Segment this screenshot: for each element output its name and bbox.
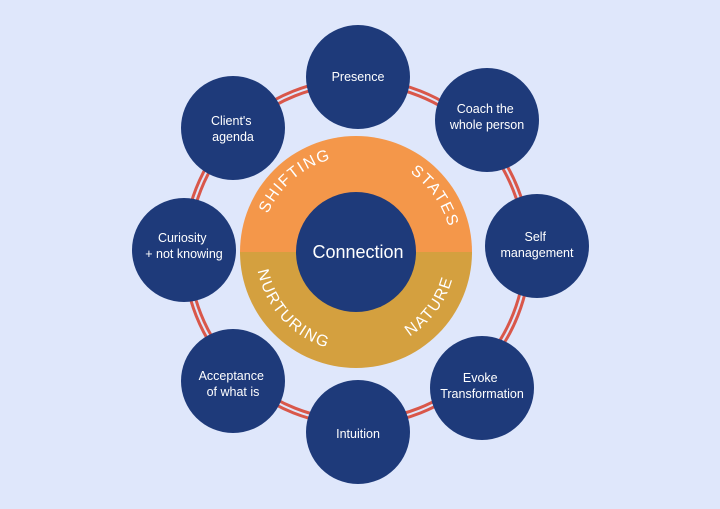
node-evoke-transformation: Evoke Transformation: [430, 336, 534, 440]
node-label-line: Acceptance: [199, 369, 264, 383]
node-label-line: Presence: [332, 70, 385, 84]
svg-text:Acceptance of what is: Acceptance of what is: [199, 369, 268, 399]
node-label-line: Coach the: [457, 102, 514, 116]
node-curiosity-not-knowing: Curiosity + not knowing: [132, 198, 236, 302]
node-label-line: Intuition: [336, 427, 380, 441]
node-label-line: Evoke: [463, 371, 498, 385]
node-intuition: Intuition: [306, 380, 410, 484]
node-self-management: Self management: [485, 194, 589, 298]
svg-text:Evoke Transformation: Evoke Transformation: [440, 371, 524, 401]
node-label-line: agenda: [212, 130, 254, 144]
center-label: Connection: [312, 242, 403, 262]
node-label-line: management: [501, 246, 574, 260]
center-disc: Connection: [240, 136, 472, 368]
node-presence: Presence: [306, 25, 410, 129]
node-acceptance-of-what-is: Acceptance of what is: [181, 329, 285, 433]
node-label-line: of what is: [207, 385, 260, 399]
node-label-line: Transformation: [440, 387, 524, 401]
node-clients-agenda: Client's agenda: [181, 76, 285, 180]
node-label-line: Curiosity: [158, 231, 207, 245]
node-label-line: whole person: [449, 118, 524, 132]
svg-text:Client's agenda: Client's agenda: [211, 114, 255, 144]
svg-text:Curiosity + not knowing: Curiosity + not knowing: [145, 231, 223, 261]
svg-text:Presence: Presence: [332, 70, 385, 84]
node-coach-the-whole-person: Coach the whole person: [435, 68, 539, 172]
node-label-line: Client's: [211, 114, 252, 128]
svg-text:Coach the whole person: Coach the whole person: [449, 102, 524, 132]
svg-text:Intuition: Intuition: [336, 427, 380, 441]
svg-text:Self management: Self management: [501, 230, 574, 260]
connection-circle: [296, 192, 416, 312]
node-label-line: + not knowing: [145, 247, 223, 261]
node-label-line: Self: [524, 230, 546, 244]
